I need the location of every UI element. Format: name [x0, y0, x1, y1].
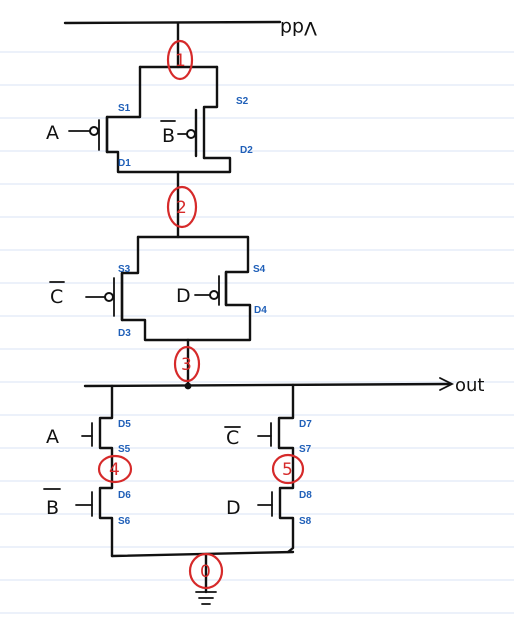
node-marker-3: 3 — [173, 345, 201, 383]
input-d-pmos: D — [176, 285, 191, 307]
nmos-series-pair-ab — [75, 384, 114, 558]
node-marker-4: 4 — [97, 454, 133, 484]
svg-text:2: 2 — [176, 198, 187, 218]
input-b-bar-nmos: B — [46, 497, 59, 519]
input-a-nmos: A — [46, 426, 59, 448]
input-d-nmos: D — [226, 497, 241, 519]
pin-d8: D8 — [299, 490, 312, 501]
node-marker-5: 5 — [271, 453, 305, 485]
pmos-c-bubble — [104, 292, 114, 302]
output-arrow-icon — [439, 377, 455, 391]
pin-d3: D3 — [118, 328, 131, 339]
nmos-series-pair-cd — [257, 383, 295, 554]
pmos-a-bubble — [89, 126, 99, 136]
node-marker-2: 2 — [166, 185, 198, 229]
pin-d1: D1 — [118, 158, 131, 169]
node-3-junction — [184, 382, 192, 390]
input-a-pmos: A — [46, 122, 59, 144]
pin-d7: D7 — [299, 419, 312, 430]
pmos-d-bubble — [209, 290, 219, 300]
pin-s4: S4 — [253, 264, 266, 275]
pin-s5: S5 — [118, 444, 131, 455]
pin-d4: D4 — [254, 305, 267, 316]
svg-text:0: 0 — [200, 562, 211, 582]
svg-text:1: 1 — [175, 51, 186, 71]
vdd-rail — [63, 20, 282, 25]
ground-icon — [195, 591, 217, 605]
pin-d5: D5 — [118, 419, 131, 430]
pin-d6: D6 — [118, 490, 131, 501]
pin-s1: S1 — [118, 103, 131, 114]
input-b-bar-pmos: B — [162, 125, 175, 147]
input-c-bar-pmos: C — [50, 286, 63, 308]
output-net — [83, 382, 452, 388]
input-c-bar-nmos: C — [226, 427, 239, 449]
svg-text:4: 4 — [109, 460, 120, 480]
pin-s7: S7 — [299, 444, 312, 455]
ruled-lines — [0, 51, 514, 614]
pin-d2: D2 — [240, 145, 253, 156]
pin-s2: S2 — [236, 96, 249, 107]
svg-text:3: 3 — [181, 355, 192, 375]
output-label: out — [455, 375, 484, 396]
node-marker-0: 0 — [188, 552, 224, 590]
svg-text:5: 5 — [282, 460, 293, 480]
pmos-parallel-pair-cd — [85, 235, 252, 342]
pmos-b-bubble — [186, 129, 196, 139]
node-marker-1: 1 — [166, 39, 194, 81]
pin-s3: S3 — [118, 264, 131, 275]
pin-s6: S6 — [118, 516, 131, 527]
vdd-label: Vdd — [280, 17, 317, 39]
pmos-parallel-pair-ab — [68, 65, 232, 174]
pin-s8: S8 — [299, 516, 312, 527]
